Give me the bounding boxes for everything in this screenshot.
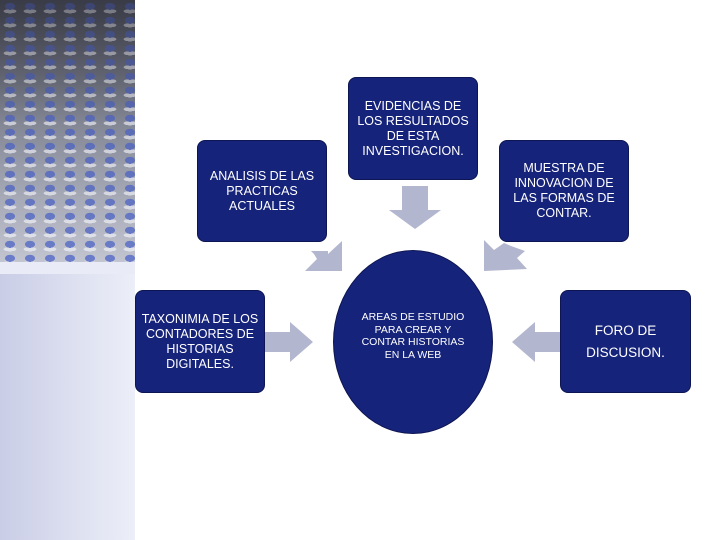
right-box-line2: DISCUSION.: [586, 342, 665, 364]
arrow-diagonal-from-left-top: [305, 241, 342, 271]
arrow-diagonal-from-right-top: [484, 240, 527, 271]
left-top-box-text: ANALISIS DE LAS PRACTICAS ACTUALES: [202, 169, 322, 214]
top-box: EVIDENCIAS DE LOS RESULTADOS DE ESTA INV…: [348, 77, 478, 180]
right-top-box: MUESTRA DE INNOVACION DE LAS FORMAS DE C…: [499, 140, 629, 242]
left-box-text: TAXONIMIA DE LOS CONTADORES DE HISTORIAS…: [140, 312, 260, 372]
arrow-left-from-right: [512, 322, 560, 362]
top-box-text: EVIDENCIAS DE LOS RESULTADOS DE ESTA INV…: [353, 99, 473, 159]
center-ellipse-text: AREAS DE ESTUDIO PARA CREAR Y CONTAR HIS…: [353, 311, 473, 361]
right-top-box-text: MUESTRA DE INNOVACION DE LAS FORMAS DE C…: [504, 161, 624, 221]
center-ellipse: AREAS DE ESTUDIO PARA CREAR Y CONTAR HIS…: [333, 250, 493, 434]
arrow-right-from-left: [265, 322, 313, 362]
right-box: FORO DE DISCUSION.: [560, 290, 691, 393]
left-box: TAXONIMIA DE LOS CONTADORES DE HISTORIAS…: [135, 290, 265, 393]
arrow-down-from-top: [389, 186, 441, 229]
right-box-line1: FORO DE: [586, 320, 665, 342]
left-top-box: ANALISIS DE LAS PRACTICAS ACTUALES: [197, 140, 327, 242]
